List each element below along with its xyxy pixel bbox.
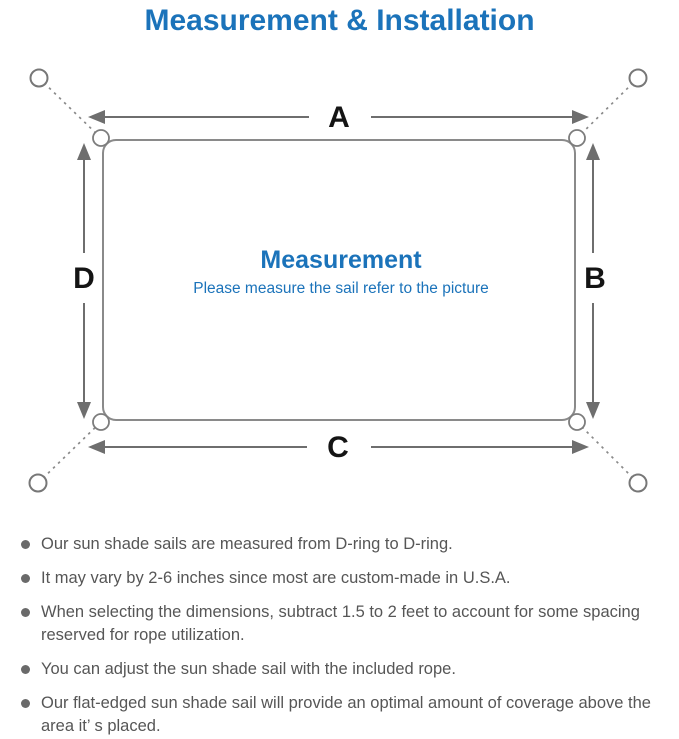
bullet-dot-icon [21,665,30,674]
notes-list: Our sun shade sails are measured from D-… [21,533,661,739]
arrowhead-right-icon [572,440,589,454]
note-text: Our sun shade sails are measured from D-… [41,535,453,553]
rope-line-top-left [38,77,104,141]
anchor-point-icon [28,473,48,493]
dimension-label-b: B [584,262,606,295]
bullet-dot-icon [21,608,30,617]
list-item: It may vary by 2-6 inches since most are… [21,567,661,590]
bullet-dot-icon [21,574,30,583]
anchor-point-icon [29,68,49,88]
dring-icon [568,413,586,431]
anchor-rope-lines [37,77,639,484]
page-title: Measurement & Installation [144,4,535,37]
bullet-dot-icon [21,699,30,708]
list-item: You can adjust the sun shade sail with t… [21,658,661,681]
arrowhead-left-icon [88,440,105,454]
arrowhead-up-icon [586,143,600,160]
bullet-dot-icon [21,540,30,549]
note-text: Our flat-edged sun shade sail will provi… [41,694,651,735]
anchor-point-icon [628,473,648,493]
anchor-points [28,68,648,493]
dimension-label-a: A [328,101,350,134]
note-text: It may vary by 2-6 inches since most are… [41,569,511,587]
dimension-label-d: D [73,262,95,295]
dimension-label-c: C [327,431,349,464]
dring-icon [568,129,586,147]
dring-icon [92,129,110,147]
list-item: Our flat-edged sun shade sail will provi… [21,692,661,738]
arrowhead-down-icon [586,402,600,419]
note-text: When selecting the dimensions, subtract … [41,603,640,644]
arrowhead-up-icon [77,143,91,160]
arrowhead-down-icon [77,402,91,419]
diagram-center-subtitle: Please measure the sail refer to the pic… [193,280,489,297]
list-item: When selecting the dimensions, subtract … [21,601,661,647]
arrowhead-left-icon [88,110,105,124]
rope-line-bottom-right [574,419,639,484]
note-text: You can adjust the sun shade sail with t… [41,660,456,678]
anchor-point-icon [628,68,648,88]
list-item: Our sun shade sails are measured from D-… [21,533,661,556]
rope-line-bottom-left [37,419,104,484]
measurement-diagram: A B C D Measurement Please measure the s… [28,68,648,493]
rope-line-top-right [574,77,639,141]
dring-icon [92,413,110,431]
diagram-center-title: Measurement [260,246,422,274]
sail-outline [102,139,576,421]
arrowhead-right-icon [572,110,589,124]
dring-corners [92,129,586,431]
